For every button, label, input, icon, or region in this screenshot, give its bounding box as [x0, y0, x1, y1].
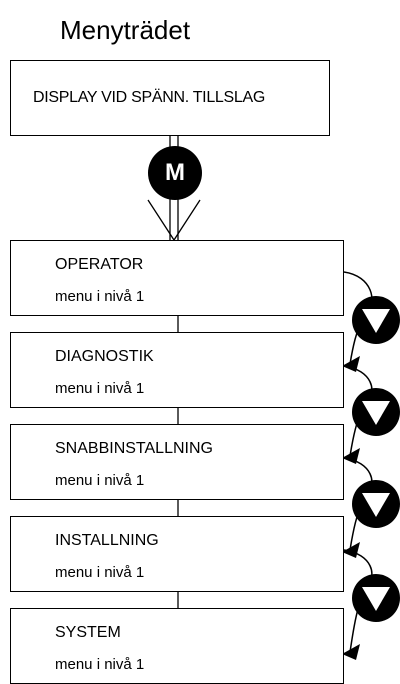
menu-box-system[interactable]: SYSTEM menu i nivå 1 — [10, 608, 344, 684]
menu-name: OPERATOR — [55, 256, 144, 273]
menu-level: menu i nivå 1 — [55, 564, 145, 581]
down-arrow-key-icon[interactable] — [352, 574, 400, 622]
diagram-title: Menyträdet — [60, 15, 191, 45]
down-arrow-key-icon[interactable] — [352, 296, 400, 344]
menu-name: INSTALLNING — [55, 532, 159, 549]
display-power-on-label: DISPLAY VID SPÄNN. TILLSLAG — [33, 89, 266, 106]
menu-box-installning[interactable]: INSTALLNING menu i nivå 1 — [10, 516, 344, 592]
menu-level: menu i nivå 1 — [55, 380, 145, 397]
menu-box-snabbinstallning[interactable]: SNABBINSTALLNING menu i nivå 1 — [10, 424, 344, 500]
display-power-on-box: DISPLAY VID SPÄNN. TILLSLAG — [10, 60, 330, 136]
down-arrow-key-icon[interactable] — [352, 388, 400, 436]
m-key-icon[interactable]: M — [148, 146, 202, 200]
menu-level: menu i nivå 1 — [55, 288, 145, 305]
menu-name: DIAGNOSTIK — [55, 348, 154, 365]
menu-box-operator[interactable]: OPERATOR menu i nivå 1 — [10, 240, 344, 316]
menu-name: SYSTEM — [55, 624, 121, 641]
down-arrow-key-icon[interactable] — [352, 480, 400, 528]
menu-level: menu i nivå 1 — [55, 656, 145, 673]
menu-box-diagnostik[interactable]: DIAGNOSTIK menu i nivå 1 — [10, 332, 344, 408]
menu-level: menu i nivå 1 — [55, 472, 145, 489]
menu-name: SNABBINSTALLNING — [55, 440, 213, 457]
